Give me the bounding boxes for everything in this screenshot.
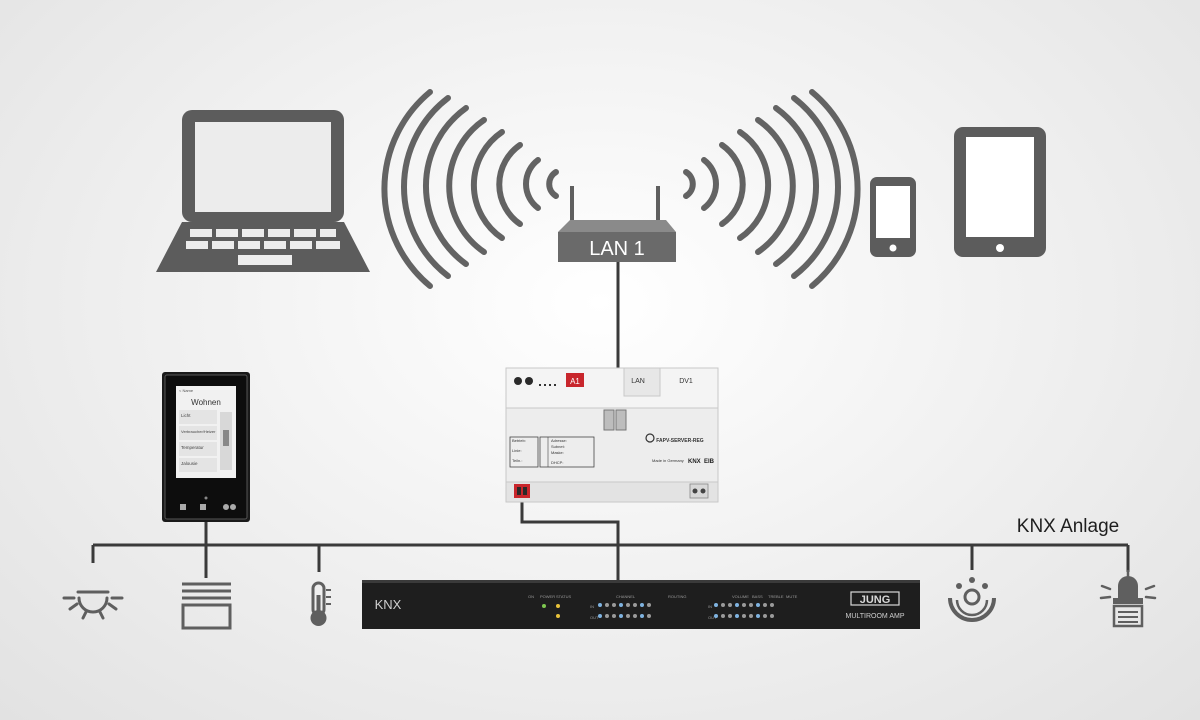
server-left-label: Teiln.:	[512, 458, 522, 463]
amp-led	[647, 603, 651, 607]
amp-led	[735, 614, 739, 618]
router-top	[558, 220, 676, 232]
router-body	[558, 232, 676, 262]
amp-group-label: BASS	[752, 594, 763, 599]
panel-buttons	[180, 504, 236, 510]
amp-led	[633, 614, 637, 618]
amp-group-label: CHANNEL	[616, 594, 636, 599]
amp-led	[728, 614, 732, 618]
alarm-light-icon	[1099, 569, 1157, 628]
usb-port	[603, 409, 615, 431]
server-dv1-label: DV1	[679, 378, 693, 385]
amp-led	[619, 603, 623, 607]
server-mid-label: Adresse:	[551, 438, 567, 443]
amp-led	[640, 614, 644, 618]
smart-panel-device: < Name Wohnen Licht Verbraucher/Heizer T…	[162, 372, 250, 522]
amp-led	[619, 614, 623, 618]
amp-led	[633, 603, 637, 607]
amp-led	[598, 603, 602, 607]
amp-led	[640, 603, 644, 607]
amp-led	[598, 614, 602, 618]
server-bus-connection	[520, 502, 620, 545]
panel-row: Jalousie	[181, 461, 198, 466]
light-icon	[62, 590, 124, 620]
amp-led	[749, 614, 753, 618]
amp-led	[735, 603, 739, 607]
amp-led	[742, 614, 746, 618]
amp-model-label: MULTIROOM AMP	[846, 613, 905, 620]
amp-led	[721, 603, 725, 607]
router: LAN 1	[558, 186, 676, 262]
router-label: LAN 1	[589, 238, 645, 260]
amp-led	[647, 614, 651, 618]
amp-led	[714, 614, 718, 618]
wifi-waves-icon	[381, 89, 861, 289]
thermometer-icon	[310, 581, 331, 626]
amp-group-label: STATUS	[556, 594, 572, 599]
server-a1-label: A1	[570, 377, 580, 386]
amp-led	[626, 603, 630, 607]
amp-led	[756, 614, 760, 618]
tablet-icon	[954, 127, 1046, 257]
server-device: A1 LAN DV1 Betrieb: Linie: Teiln.: Adres…	[505, 367, 719, 503]
amp-group-label: MUTE	[786, 594, 798, 599]
amp-group-label: ROUTING	[668, 594, 686, 599]
server-lan-label: LAN	[631, 378, 645, 385]
amp-led	[728, 603, 732, 607]
knx-bus-lines	[91, 262, 1130, 580]
amp-row-label: IN	[590, 604, 594, 609]
amp-jung-logo: JUNG	[860, 594, 891, 606]
amp-led	[756, 603, 760, 607]
amp-status-leds	[542, 604, 560, 618]
amp-led	[749, 603, 753, 607]
amp-led	[763, 603, 767, 607]
server-a1-tag	[566, 373, 584, 387]
server-left-label: Betrieb:	[512, 438, 526, 443]
amp-row-label: IN	[708, 604, 712, 609]
amp-led	[605, 614, 609, 618]
amp-led	[770, 614, 774, 618]
amp-led	[626, 614, 630, 618]
amp-led-array	[598, 603, 774, 618]
amp-knx-logo: KNX	[375, 597, 402, 612]
panel-title: Wohnen	[191, 398, 221, 407]
amp-led	[612, 614, 616, 618]
server-mid-label: Maske:	[551, 450, 564, 455]
amp-row-label: OUT	[708, 615, 717, 620]
server-eib-logo: EIB	[704, 459, 715, 465]
amp-group-label: POWER	[540, 594, 555, 599]
server-left-label: Linie:	[512, 448, 522, 453]
panel-header-small: < Name	[179, 388, 194, 393]
amp-led	[605, 603, 609, 607]
knx-bus-label: KNX Anlage	[1017, 516, 1119, 537]
panel-row: Licht	[181, 413, 191, 418]
amp-led	[714, 603, 718, 607]
server-made-in-label: Made in Germany	[652, 458, 684, 463]
server-mid-label: Subnet:	[551, 444, 565, 449]
amp-group-label: ON	[528, 594, 534, 599]
panel-row: Verbraucher/Heizer	[181, 429, 216, 434]
server-model-label: FAPV-SERVER-REG	[656, 438, 704, 444]
amp-led	[612, 603, 616, 607]
panel-row: Temperatur	[181, 445, 204, 450]
panel-rows: Licht Verbraucher/Heizer Temperatur Jalo…	[179, 410, 232, 472]
usb-port	[615, 409, 627, 431]
amp-led	[742, 603, 746, 607]
laptop-icon	[156, 110, 370, 272]
multiroom-amp: KNX ON POWER STATUS CHANNEL ROUTING VOLU…	[362, 580, 920, 629]
knx-bus-terminal	[514, 484, 530, 498]
amp-led	[763, 614, 767, 618]
amp-group-label: TREBLE	[768, 594, 784, 599]
amp-led	[721, 614, 725, 618]
smartphone-icon	[870, 177, 916, 257]
server-mid-label: DHCP:	[551, 460, 563, 465]
blind-icon	[181, 582, 232, 630]
presence-sensor-icon	[948, 577, 996, 622]
amp-led	[770, 603, 774, 607]
amp-group-label: VOLUME	[732, 594, 749, 599]
amp-row-label: OUT	[590, 615, 599, 620]
server-knx-logo: KNX	[688, 459, 701, 465]
